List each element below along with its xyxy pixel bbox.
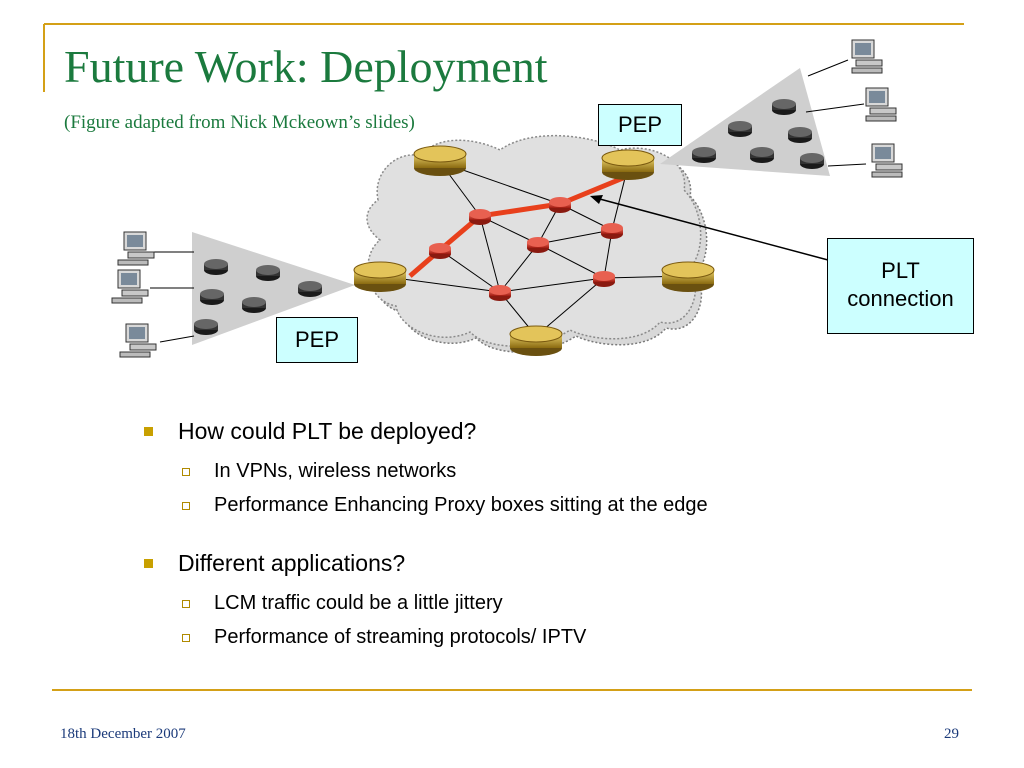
square-bullet-icon bbox=[144, 427, 153, 436]
bullet-item: Different applications? bbox=[138, 546, 998, 580]
page-number: 29 bbox=[944, 726, 959, 742]
access-router bbox=[242, 297, 266, 313]
access-router bbox=[204, 259, 228, 275]
bullet-text: How could PLT be deployed? bbox=[178, 418, 477, 444]
sub-bullet-item: Performance Enhancing Proxy boxes sittin… bbox=[138, 488, 998, 522]
square-bullet-icon bbox=[144, 559, 153, 568]
computer-icon bbox=[117, 231, 155, 266]
pep-bottom-label: PEP bbox=[276, 317, 358, 363]
plt-connection-label: PLT connection bbox=[827, 238, 974, 334]
bullet-text: Different applications? bbox=[178, 550, 406, 576]
core-router bbox=[429, 243, 451, 259]
computer-icon bbox=[871, 143, 903, 178]
sub-bullet-text: LCM traffic could be a little jittery bbox=[214, 592, 503, 614]
slide-subtitle: (Figure adapted from Nick Mckeown’s slid… bbox=[64, 112, 415, 133]
sub-bullet-text: Performance of streaming protocols/ IPTV bbox=[214, 626, 587, 648]
access-router bbox=[750, 147, 774, 163]
left-access-routers bbox=[194, 259, 322, 335]
edge-routers bbox=[353, 145, 715, 356]
sub-bullet-item: In VPNs, wireless networks bbox=[138, 454, 998, 488]
sub-bullet-text: In VPNs, wireless networks bbox=[214, 460, 457, 482]
left-access-triangle bbox=[192, 232, 355, 345]
access-router bbox=[772, 99, 796, 115]
access-router bbox=[298, 281, 322, 297]
core-router bbox=[549, 197, 571, 213]
hollow-square-bullet-icon bbox=[182, 468, 190, 476]
core-router bbox=[489, 285, 511, 301]
hollow-square-bullet-icon bbox=[182, 502, 190, 510]
computer-icon bbox=[865, 87, 897, 122]
footer-date: 18th December 2007 bbox=[60, 726, 186, 742]
edge-router bbox=[413, 145, 467, 176]
computer-icon bbox=[111, 269, 149, 304]
sub-bullet-item: Performance of streaming protocols/ IPTV bbox=[138, 620, 998, 654]
core-router bbox=[593, 271, 615, 287]
pep-top-label: PEP bbox=[598, 104, 682, 146]
plt-label-line2: connection bbox=[847, 286, 954, 311]
hosts bbox=[111, 39, 903, 358]
core-router bbox=[469, 209, 491, 225]
access-router bbox=[692, 147, 716, 163]
sub-bullet-text: Performance Enhancing Proxy boxes sittin… bbox=[214, 494, 708, 516]
computer-icon bbox=[119, 323, 157, 358]
hollow-square-bullet-icon bbox=[182, 634, 190, 642]
hollow-square-bullet-icon bbox=[182, 600, 190, 608]
bullet-list: How could PLT be deployed? In VPNs, wire… bbox=[138, 414, 998, 654]
slide-title: Future Work: Deployment bbox=[64, 41, 548, 92]
edge-router bbox=[509, 325, 563, 356]
edge-router bbox=[661, 261, 715, 292]
network-diagram bbox=[111, 39, 903, 358]
bullet-item: How could PLT be deployed? bbox=[138, 414, 998, 448]
sub-bullet-item: LCM traffic could be a little jittery bbox=[138, 586, 998, 620]
access-router bbox=[200, 289, 224, 305]
edge-router bbox=[353, 261, 407, 292]
plt-label-line1: PLT bbox=[881, 258, 920, 283]
access-router bbox=[256, 265, 280, 281]
core-router bbox=[601, 223, 623, 239]
edge-router bbox=[601, 149, 655, 180]
left-host-links bbox=[150, 59, 867, 343]
core-router bbox=[527, 237, 549, 253]
plt-arrowhead bbox=[590, 195, 603, 204]
plt-arrow bbox=[595, 197, 829, 261]
core-routers bbox=[429, 197, 623, 301]
computer-icon bbox=[851, 39, 883, 74]
access-router bbox=[800, 153, 824, 169]
access-router bbox=[788, 127, 812, 143]
right-access-routers bbox=[692, 99, 824, 169]
access-router bbox=[194, 319, 218, 335]
access-router bbox=[728, 121, 752, 137]
